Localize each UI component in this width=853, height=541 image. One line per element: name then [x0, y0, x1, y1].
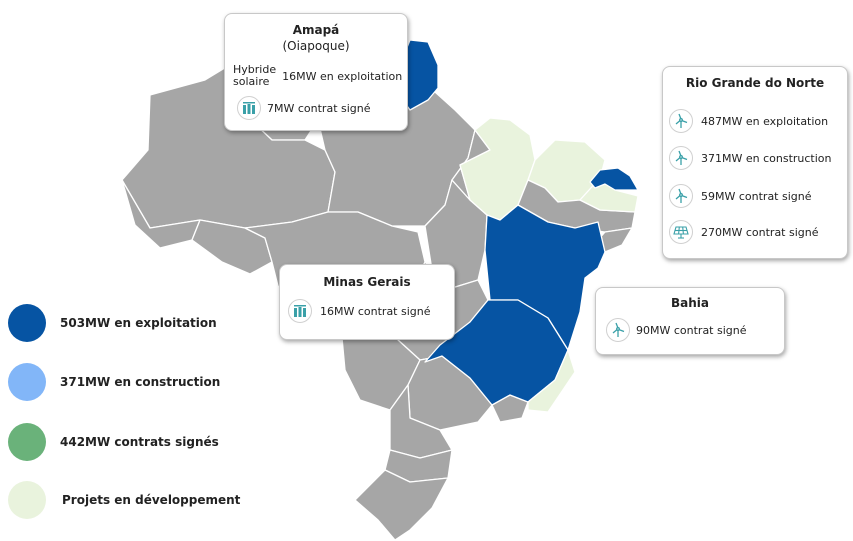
region-rio-grande-do-norte [589, 167, 639, 191]
region-rio-grande-do-sul [354, 469, 449, 541]
legend-label-operating: 503MW en exploitation [60, 316, 217, 330]
card-rgn-row4: 270MW contrat signé [701, 225, 819, 239]
hybrid-label-line2: solaire [233, 75, 270, 88]
card-minas-title: Minas Gerais [323, 275, 411, 289]
card-rgn-row2: 371MW en construction [701, 151, 832, 165]
card-rgn-row1: 487MW en exploitation [701, 114, 829, 128]
card-amapa-title: Amapá [292, 23, 340, 37]
card-rgn-title: Rio Grande do Norte [685, 76, 825, 90]
legend-item-development: Projets en développement [8, 481, 240, 519]
legend-swatch-development [8, 481, 46, 519]
region-minas-gerais [424, 299, 569, 406]
card-minas-line1: 16MW contrat signé [320, 304, 431, 318]
battery-icon [288, 299, 312, 323]
card-amapa-line1: 16MW en exploitation [282, 69, 403, 83]
solar-panel-icon [669, 220, 693, 244]
wind-turbine-icon [669, 146, 693, 170]
card-rgn-row3: 59MW contrat signé [701, 189, 812, 203]
card-bahia: Bahia 90MW contrat signé [595, 287, 785, 355]
card-minas-gerais: Minas Gerais 16MW contrat signé [279, 264, 455, 340]
card-amapa-subtitle: (Oiapoque) [282, 39, 350, 53]
legend-swatch-signed [8, 423, 46, 461]
card-bahia-line1: 90MW contrat signé [636, 323, 747, 337]
legend-item-signed: 442MW contrats signés [8, 423, 219, 461]
wind-turbine-icon [669, 184, 693, 208]
battery-icon [237, 96, 261, 120]
hybrid-label-line1: Hybride [233, 63, 277, 76]
wind-turbine-icon [606, 318, 630, 342]
region-espirito-santo [527, 349, 576, 413]
wind-turbine-icon [669, 109, 693, 133]
legend-label-development: Projets en développement [62, 493, 241, 507]
legend-label-signed: 442MW contrats signés [60, 435, 219, 449]
card-bahia-title: Bahia [671, 296, 709, 310]
card-amapa-line2: 7MW contrat signé [267, 101, 371, 115]
legend-swatch-operating [8, 304, 46, 342]
legend-item-construction: 371MW en construction [8, 363, 220, 401]
legend-swatch-construction [8, 363, 46, 401]
legend-label-construction: 371MW en construction [60, 375, 221, 389]
card-amapa: Amapá (Oiapoque) Hybride solaire 16MW en… [224, 13, 408, 131]
legend-item-operating: 503MW en exploitation [8, 304, 217, 342]
card-rio-grande-do-norte: Rio Grande do Norte 487MW en exploitatio… [662, 66, 848, 259]
